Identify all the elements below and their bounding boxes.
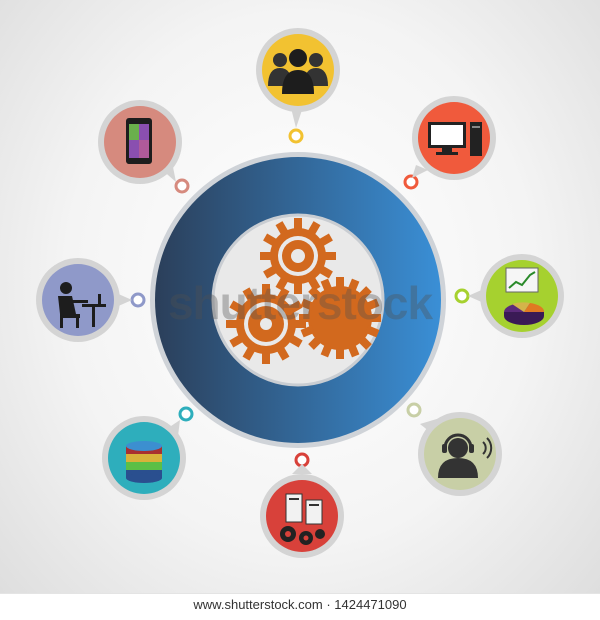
- node-smartphone: [98, 100, 182, 184]
- connector-dots: [130, 128, 470, 468]
- server-gears-icon: [280, 493, 325, 545]
- team-icon: [268, 49, 328, 94]
- node-analytics: [468, 254, 564, 338]
- node-database: [102, 416, 186, 500]
- central-hub: [150, 152, 446, 448]
- smartphone-icon: [126, 118, 152, 164]
- footer-credit: www.shutterstock.com · 1424471090: [0, 593, 600, 620]
- node-desktop: [412, 96, 496, 180]
- gears-icon: [226, 218, 381, 364]
- node-support: [418, 412, 502, 496]
- analytics-chart-icon: [504, 267, 545, 325]
- node-team: [256, 28, 340, 128]
- node-worker: [36, 258, 132, 342]
- node-servers: [260, 464, 344, 558]
- office-worker-icon: [58, 282, 106, 328]
- support-headset-icon: [438, 433, 493, 478]
- database-icon: [126, 441, 162, 483]
- desktop-computer-icon: [428, 122, 482, 156]
